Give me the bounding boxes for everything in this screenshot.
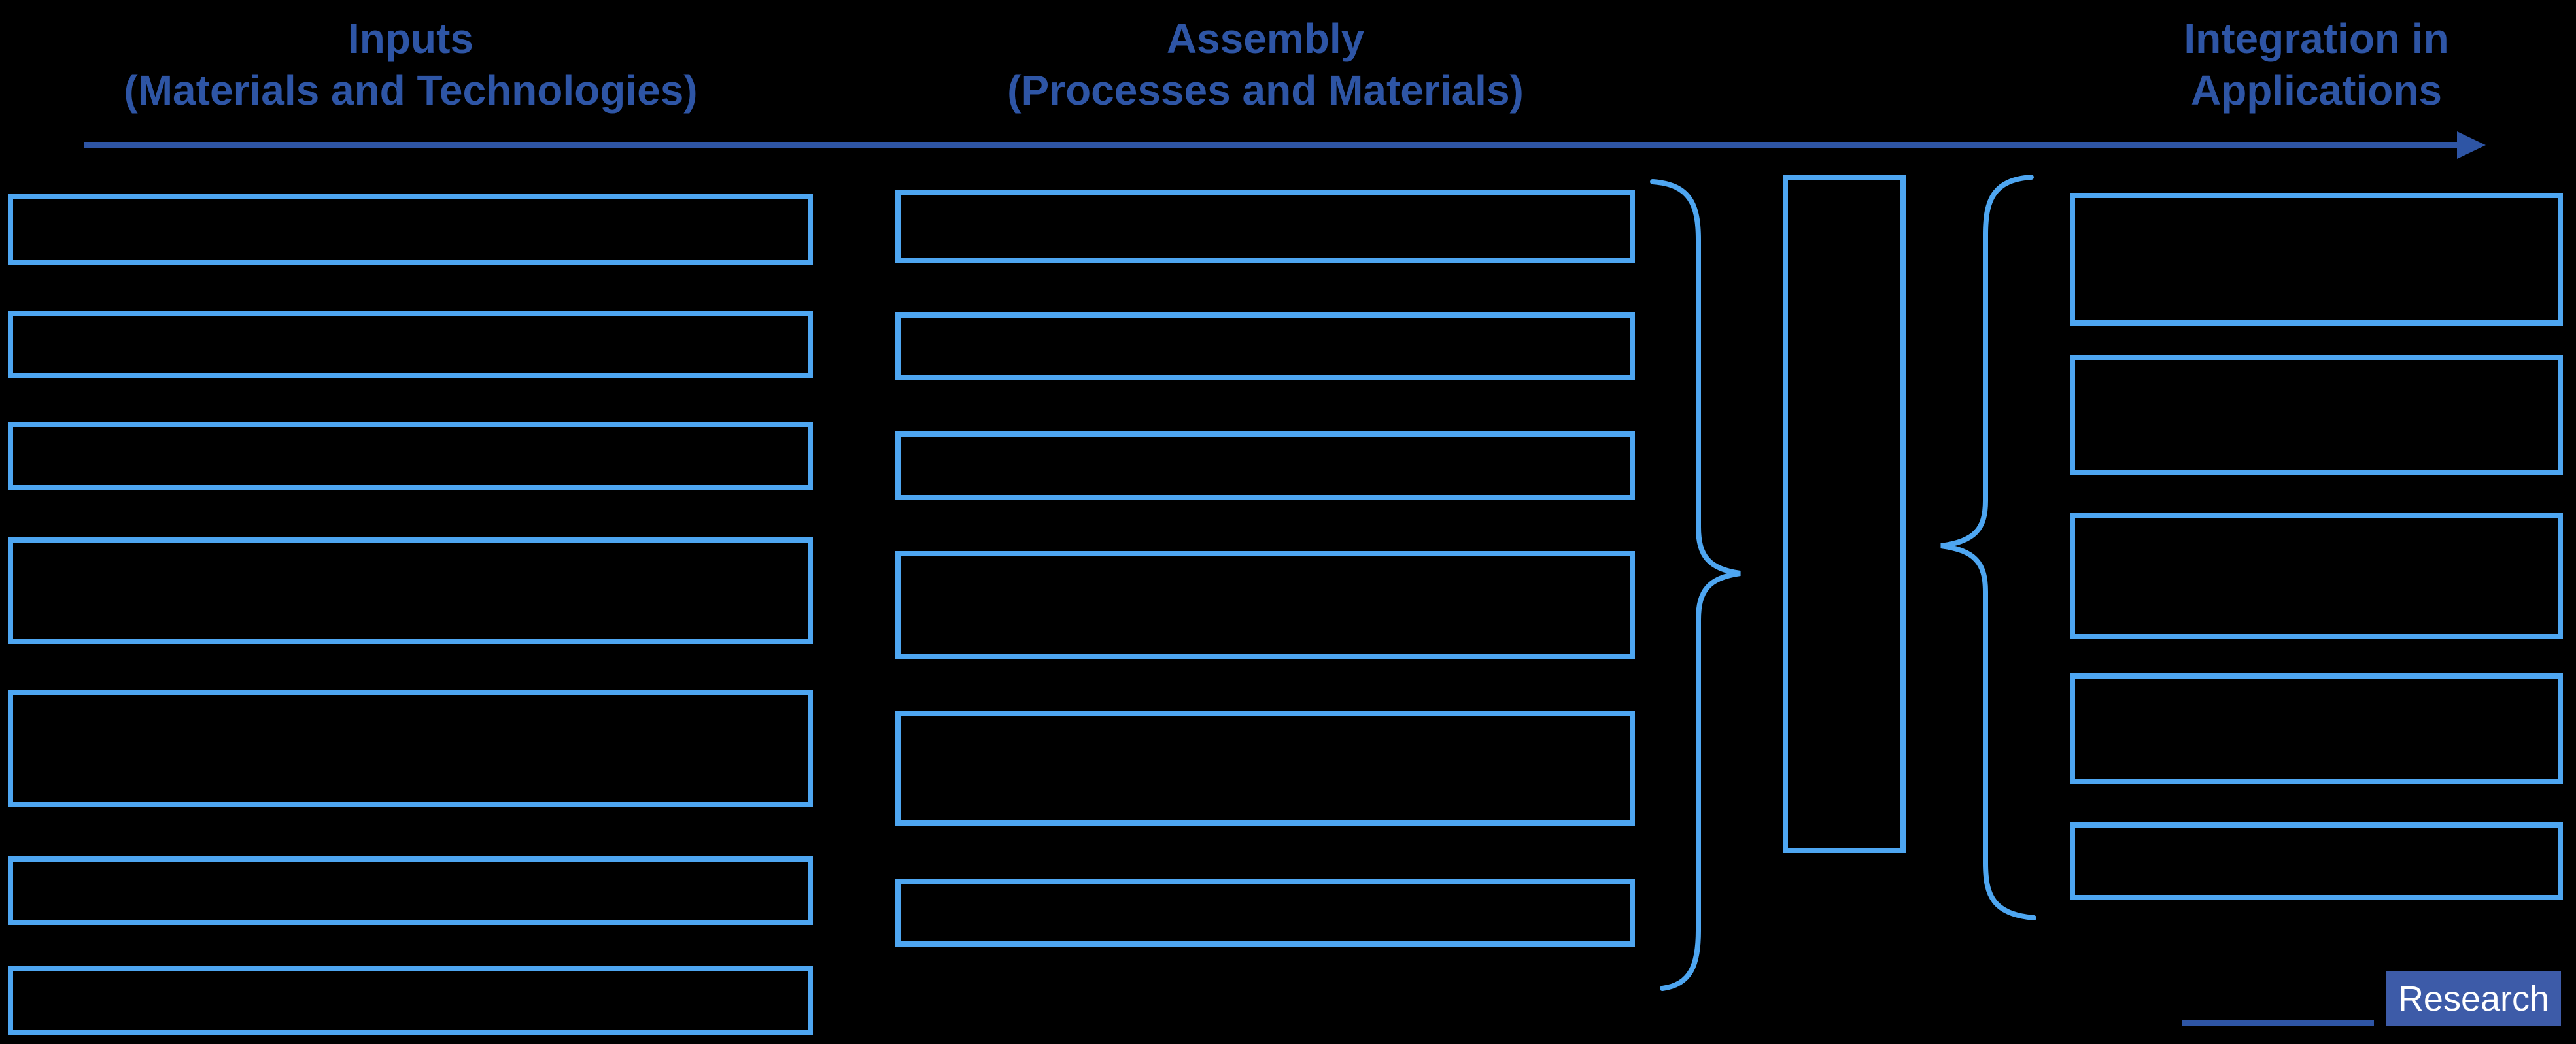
logo-underline [2182,1020,2374,1026]
header-assembly-line1: Assembly [1166,15,1365,62]
column-header-integration: Integration in Applications [2022,13,2576,116]
header-assembly-line2: (Processes and Materials) [1007,67,1524,114]
center-collector-box [1783,175,1906,853]
assembly-box-4 [895,551,1635,659]
inputs-box-3 [8,422,813,490]
integration-box-5 [2070,822,2563,900]
assembly-box-1 [895,190,1635,263]
assembly-box-5 [895,711,1635,826]
integration-box-3 [2070,513,2563,639]
inputs-box-1 [8,194,813,265]
header-integration-line2: Applications [2190,67,2443,114]
research-badge: Research [2386,971,2561,1026]
process-flow-arrow-line [84,142,2458,148]
right-curly-brace-icon [1940,175,2036,920]
column-header-assembly: Assembly (Processes and Materials) [873,13,1658,116]
process-flow-arrowhead-icon [2457,131,2486,159]
inputs-box-4 [8,537,813,644]
header-integration-line1: Integration in [2184,15,2449,62]
assembly-box-3 [895,431,1635,500]
inputs-box-2 [8,311,813,378]
integration-box-1 [2070,193,2563,326]
left-curly-brace-icon [1650,179,1741,991]
integration-box-4 [2070,673,2563,784]
header-inputs-line1: Inputs [348,15,473,62]
integration-box-2 [2070,355,2563,475]
header-inputs-line2: (Materials and Technologies) [124,67,698,114]
column-header-inputs: Inputs (Materials and Technologies) [13,13,808,116]
assembly-box-2 [895,312,1635,380]
research-badge-label: Research [2397,979,2550,1019]
assembly-box-6 [895,879,1635,947]
inputs-box-5 [8,690,813,807]
inputs-box-7 [8,966,813,1035]
inputs-box-6 [8,856,813,925]
